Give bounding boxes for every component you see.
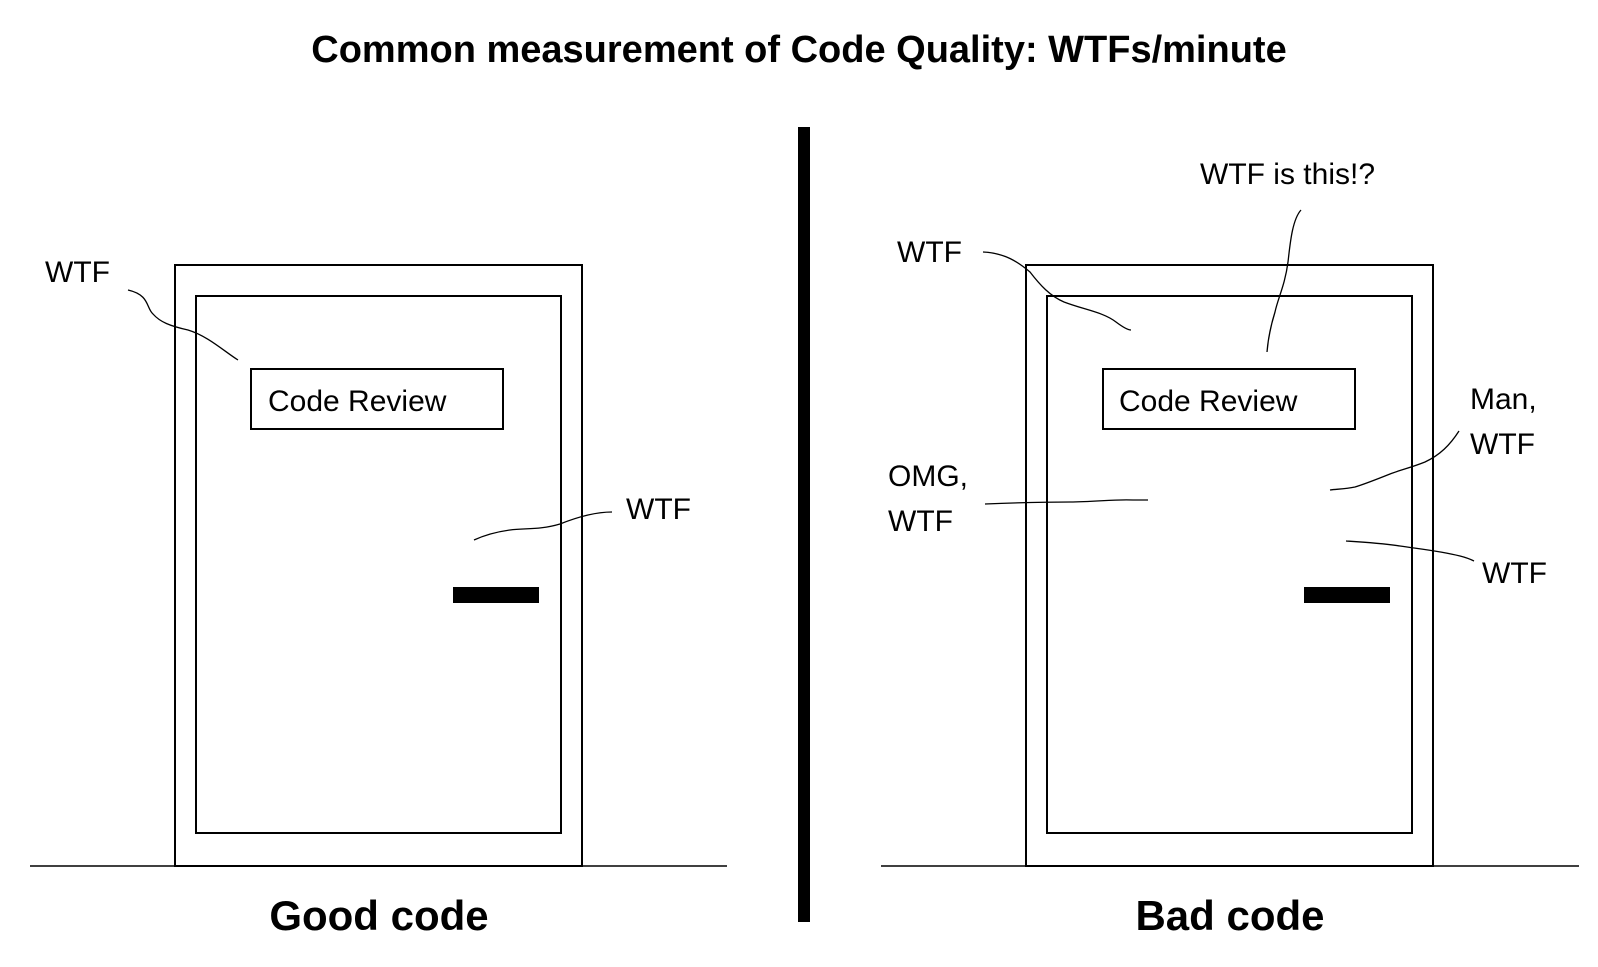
bad-omg-line: [984, 499, 1148, 505]
bad-wtf-lower-right-line: [1345, 540, 1475, 562]
good-door: Code Review: [174, 264, 583, 867]
bad-omg-line1: OMG,: [888, 460, 968, 493]
center-divider: [798, 127, 810, 922]
bad-wtf-upper-left: WTF: [897, 236, 962, 269]
bad-sign-label: Code Review: [1119, 385, 1298, 418]
good-wtf-upper-left-line: [127, 289, 239, 361]
bad-wtf-upper-left-line: [982, 251, 1132, 331]
good-wtf-right: WTF: [626, 493, 691, 526]
bad-wtf-top-line: [1266, 209, 1302, 353]
bad-code-panel: Code Review WTF is this!? WTF OMG, WTF M…: [881, 158, 1579, 939]
bad-code-caption: Bad code: [1135, 892, 1324, 939]
page-title: Common measurement of Code Quality: WTFs…: [311, 29, 1286, 71]
good-code-review-sign: [250, 368, 504, 430]
good-door-handle: [453, 587, 539, 603]
bad-code-review-sign: [1102, 368, 1356, 430]
bad-door: Code Review: [1025, 264, 1434, 867]
good-code-caption: Good code: [269, 892, 488, 939]
bad-man-line2: WTF: [1470, 428, 1535, 461]
good-sign-label: Code Review: [268, 385, 447, 418]
good-wtf-upper-left: WTF: [45, 256, 110, 289]
good-door-panel: [195, 295, 562, 834]
bad-man-line1: Man,: [1470, 383, 1537, 416]
bad-door-handle: [1304, 587, 1390, 603]
bad-omg-line2: WTF: [888, 505, 953, 538]
bad-wtf-lower-right: WTF: [1482, 557, 1547, 590]
bad-door-frame: [1025, 264, 1434, 867]
bad-door-panel: [1046, 295, 1413, 834]
good-door-frame: [174, 264, 583, 867]
bad-wtf-top: WTF is this!?: [1200, 158, 1375, 191]
good-code-panel: Code Review WTF WTF Good code: [30, 256, 727, 939]
good-wtf-right-line: [473, 511, 613, 541]
bad-man-line: [1329, 430, 1460, 491]
